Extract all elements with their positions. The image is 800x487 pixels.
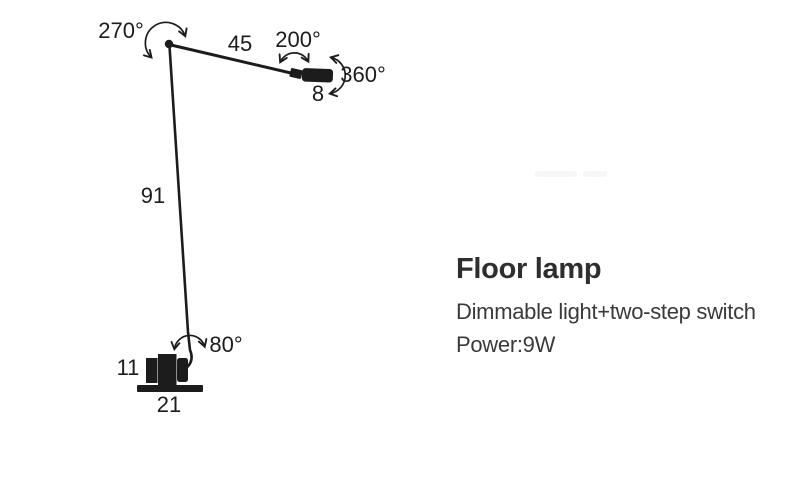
- product-power: Power:9W: [456, 332, 556, 357]
- head-length-label: 8: [311, 81, 325, 106]
- base-width-label: 21: [156, 392, 182, 417]
- elbow-joint: [164, 39, 174, 49]
- base-plate: [137, 385, 203, 392]
- lamp-arm: [169, 43, 295, 75]
- base-block-left: [146, 358, 158, 383]
- head-connector: [289, 68, 303, 79]
- watermark-fragment: [535, 171, 577, 177]
- head-swivel-arc: [327, 54, 347, 98]
- head-swivel-label: 360°: [340, 62, 386, 87]
- watermark-fragment: [583, 171, 607, 177]
- pole-height-label: 91: [140, 183, 166, 208]
- arm-length-label: 45: [227, 31, 253, 56]
- base-joint-rotation-label: 80°: [209, 332, 243, 357]
- lamp-pole: [168, 44, 193, 373]
- lamp-head: [301, 68, 334, 83]
- head-tilt-label: 200°: [275, 27, 321, 52]
- head-tilt-arc: [278, 52, 310, 64]
- product-description: Dimmable light+two-step switch: [456, 299, 756, 324]
- base-block-right: [177, 358, 188, 382]
- base-height-label: 11: [116, 355, 140, 380]
- base-block-center: [158, 354, 177, 386]
- elbow-rotation-label: 270°: [98, 18, 144, 43]
- product-title: Floor lamp: [456, 253, 602, 285]
- elbow-rotation-arc: [143, 21, 188, 59]
